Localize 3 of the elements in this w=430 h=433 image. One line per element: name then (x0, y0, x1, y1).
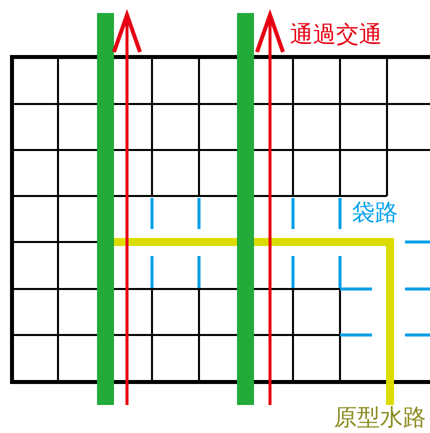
traffic-label: 通過交通 (290, 24, 382, 47)
cul-de-sac-label: 袋路 (352, 202, 398, 225)
waterway-label: 原型水路 (334, 407, 426, 430)
